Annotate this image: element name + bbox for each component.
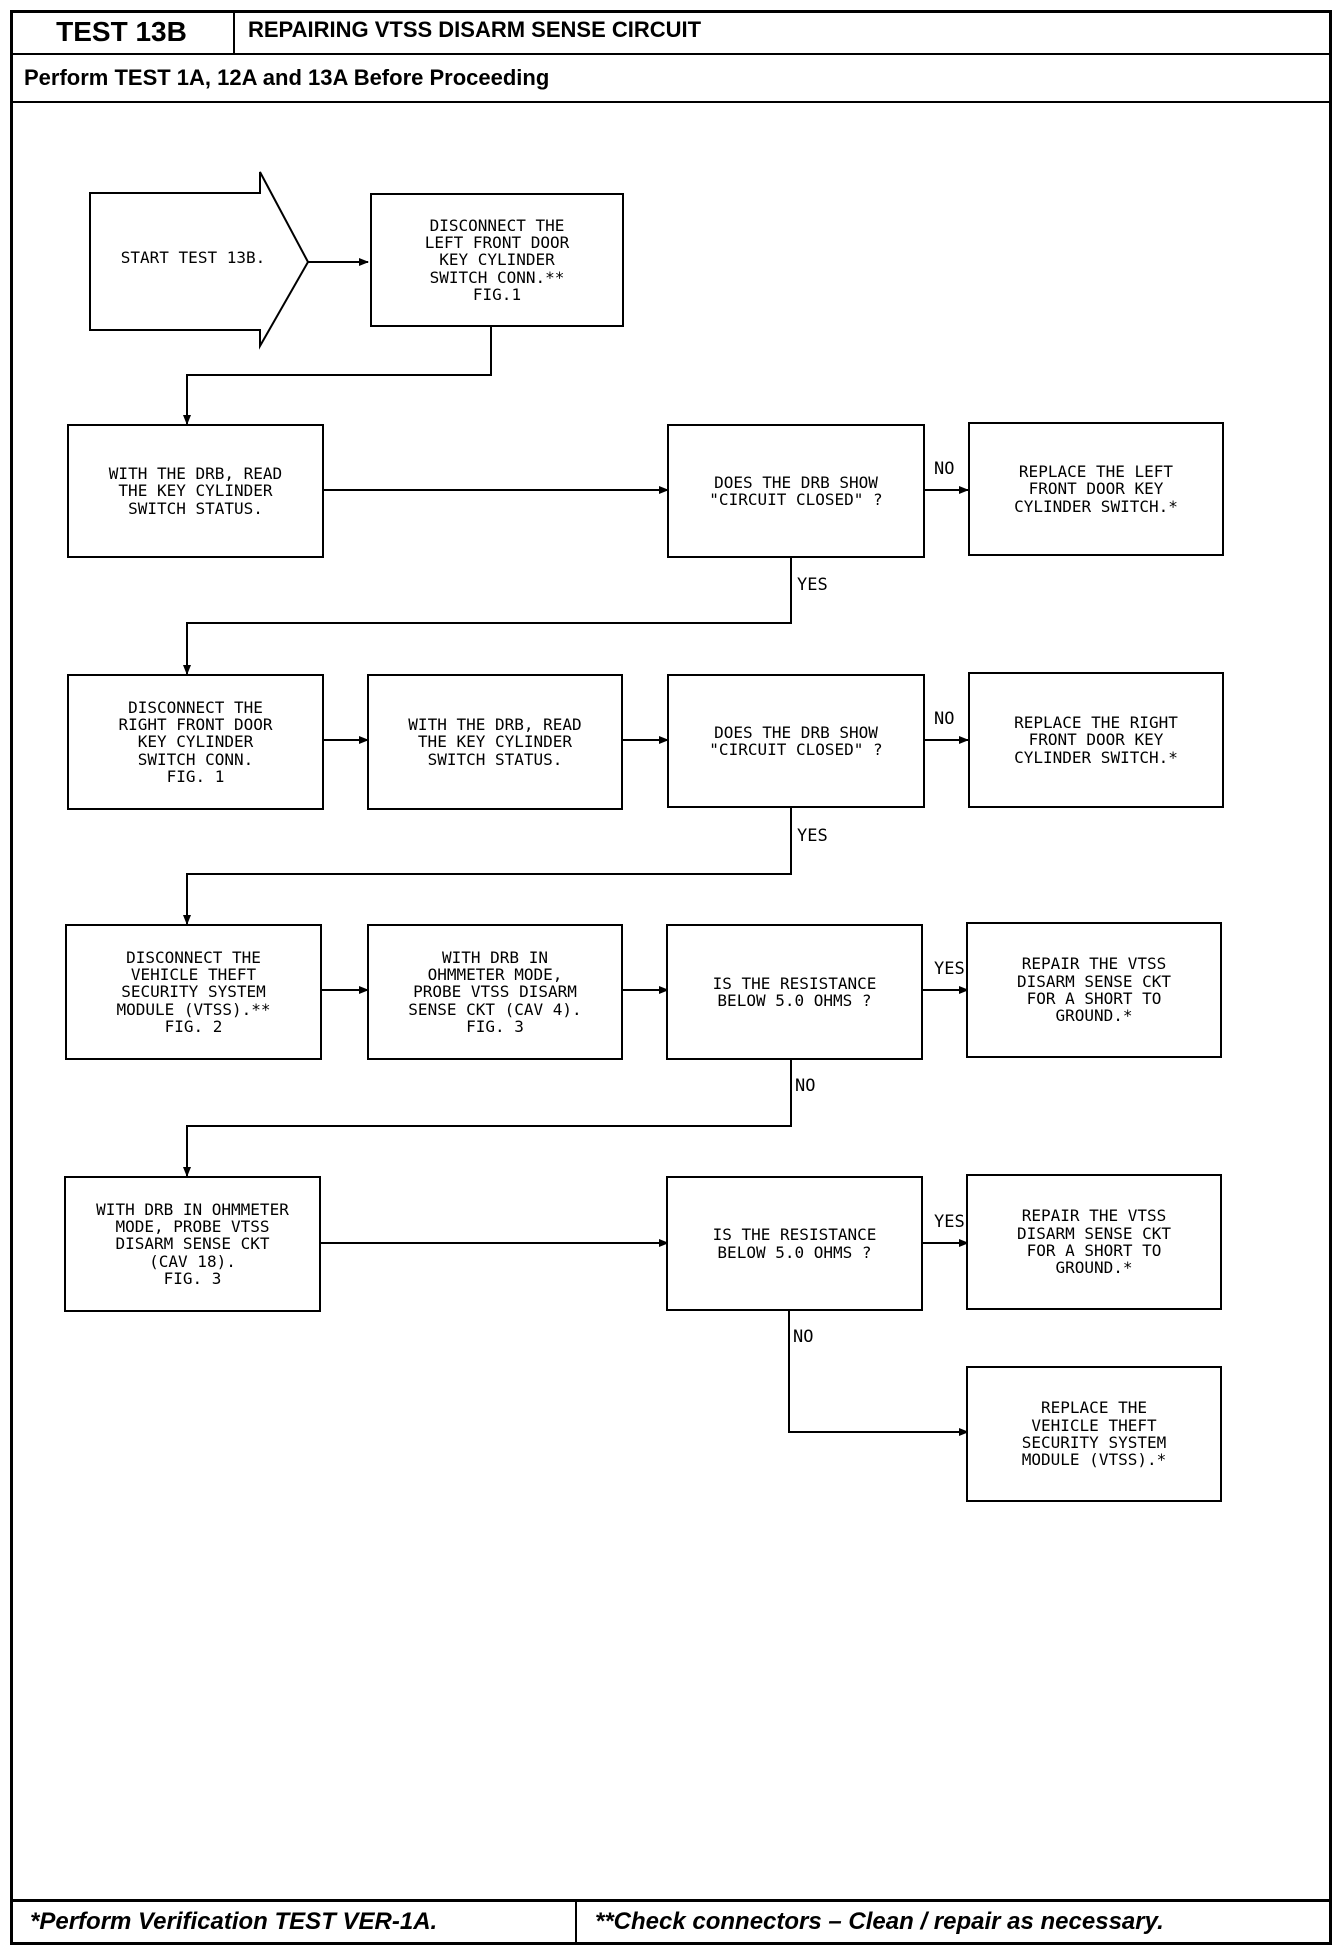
question-right-circuit-closed: DOES THE DRB SHOW "CIRCUIT CLOSED" ? — [667, 674, 925, 808]
step-read-left-switch: WITH THE DRB, READ THE KEY CYLINDER SWIT… — [67, 424, 324, 558]
action-replace-left-switch: REPLACE THE LEFT FRONT DOOR KEY CYLINDER… — [968, 422, 1224, 556]
label-yes-right: YES — [797, 826, 828, 846]
action-replace-vtss-module: REPLACE THE VEHICLE THEFT SECURITY SYSTE… — [966, 1366, 1222, 1502]
test-id: TEST 13B — [10, 10, 235, 53]
question-resistance-cav18: IS THE RESISTANCE BELOW 5.0 OHMS ? — [666, 1176, 923, 1311]
prerequisite-text: Perform TEST 1A, 12A and 13A Before Proc… — [24, 65, 550, 90]
step-probe-cav18: WITH DRB IN OHMMETER MODE, PROBE VTSS DI… — [64, 1176, 321, 1312]
header-row: TEST 13B REPAIRING VTSS DISARM SENSE CIR… — [10, 10, 1332, 55]
step-probe-cav4: WITH DRB IN OHMMETER MODE, PROBE VTSS DI… — [367, 924, 623, 1060]
label-no-left: NO — [934, 459, 955, 479]
footer-verify-note: *Perform Verification TEST VER-1A. — [30, 1908, 438, 1935]
action-replace-right-switch: REPLACE THE RIGHT FRONT DOOR KEY CYLINDE… — [968, 672, 1224, 808]
footer-divider — [575, 1902, 577, 1945]
action-repair-short-1: REPAIR THE VTSS DISARM SENSE CKT FOR A S… — [966, 922, 1222, 1058]
step-disconnect-left-connector: DISCONNECT THE LEFT FRONT DOOR KEY CYLIN… — [370, 193, 624, 327]
label-no-right: NO — [934, 709, 955, 729]
label-no-resistance-1: NO — [795, 1076, 816, 1096]
step-disconnect-right-connector: DISCONNECT THE RIGHT FRONT DOOR KEY CYLI… — [67, 674, 324, 810]
action-repair-short-2: REPAIR THE VTSS DISARM SENSE CKT FOR A S… — [966, 1174, 1222, 1310]
question-left-circuit-closed: DOES THE DRB SHOW "CIRCUIT CLOSED" ? — [667, 424, 925, 558]
step-disconnect-vtss-module: DISCONNECT THE VEHICLE THEFT SECURITY SY… — [65, 924, 322, 1060]
start-label: START TEST 13B. — [120, 248, 266, 267]
label-no-resistance-2: NO — [793, 1327, 814, 1347]
footer-connectors-note: **Check connectors – Clean / repair as n… — [595, 1908, 1164, 1935]
label-yes-left: YES — [797, 575, 828, 595]
prerequisite-row: Perform TEST 1A, 12A and 13A Before Proc… — [10, 55, 1332, 103]
start-arrow-shape — [89, 171, 310, 350]
footer-row: *Perform Verification TEST VER-1A. **Che… — [10, 1899, 1332, 1945]
page-frame — [10, 10, 1332, 1945]
question-resistance-cav4: IS THE RESISTANCE BELOW 5.0 OHMS ? — [666, 924, 923, 1060]
label-yes-resistance-1: YES — [934, 959, 965, 979]
page-title: REPAIRING VTSS DISARM SENSE CIRCUIT — [248, 17, 702, 42]
step-read-right-switch: WITH THE DRB, READ THE KEY CYLINDER SWIT… — [367, 674, 623, 810]
label-yes-resistance-2: YES — [934, 1212, 965, 1232]
